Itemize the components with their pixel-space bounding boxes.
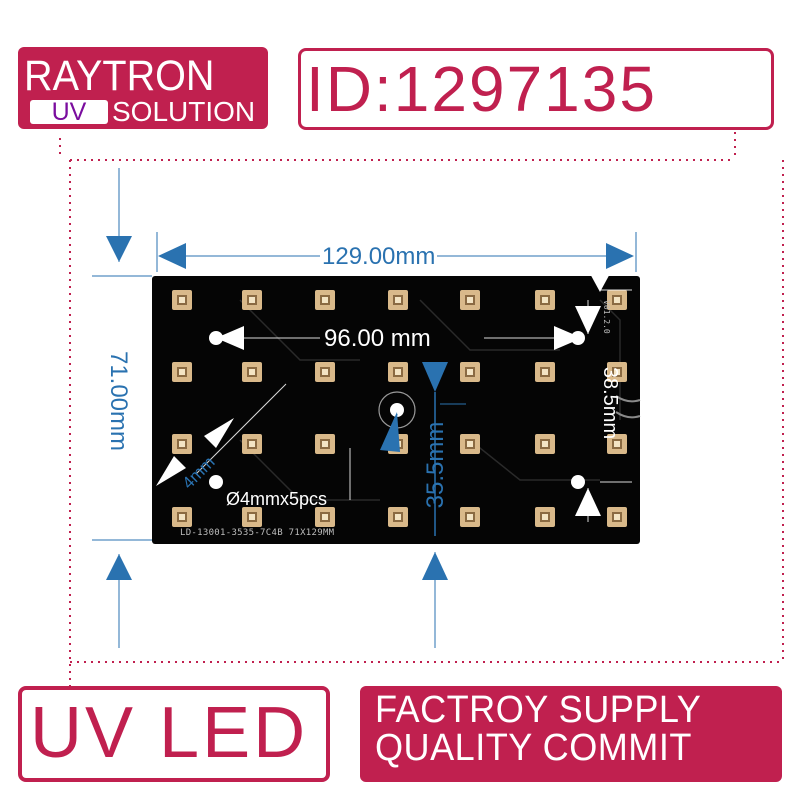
uv-led-chip [172,434,192,454]
led-array [172,290,627,527]
mounting-hole [209,475,223,489]
uv-led-chip [535,290,555,310]
uv-led-chip [242,290,262,310]
uv-led-chip [172,290,192,310]
uv-led-chip [607,434,627,454]
uv-led-chip [535,362,555,382]
uv-led-chip [460,434,480,454]
slogan-box [360,686,782,782]
id-box [298,48,774,130]
center-offset-dimension: 35.5mm [422,421,449,509]
hole-spec-label: Ø4mmx5pcs [226,489,328,509]
uv-led-chip [460,362,480,382]
uv-led-chip [242,434,262,454]
uv-led-chip [315,507,335,527]
brand-solution: SOLUTION [112,96,256,127]
uv-led-chip [388,290,408,310]
mounting-hole [571,475,585,489]
uv-led-chip [315,290,335,310]
brand-uv-badge: UV [30,98,108,126]
pcb-silkscreen: LD-13001-3535-7C4B 71X129MM [180,528,335,538]
product-id: ID:1297135 [306,53,657,125]
mounting-hole [390,403,404,417]
uv-led-chip [315,362,335,382]
uv-led-chip [388,362,408,382]
uv-led-chip [460,507,480,527]
uv-led-chip [607,290,627,310]
uv-led-chip [172,362,192,382]
uv-led-box [18,686,330,782]
edge-offset-dimension: 38.5mm [599,366,621,440]
uv-led-chip [172,507,192,527]
uv-led-chip [242,362,262,382]
uv-led-chip [242,507,262,527]
pcb-silkscreen-vertical: V01.2.0 [602,300,611,334]
uv-led-chip [607,362,627,382]
product-type: UV LED [30,693,309,773]
uv-led-chip [460,290,480,310]
width-dimension: 129.00mm [320,243,438,270]
uv-led-chip [388,507,408,527]
uv-led-chip [607,507,627,527]
height-dimension: 71.00mm [105,350,132,452]
slogan-line-2: QUALITY COMMIT [375,727,692,769]
uv-led-chip [315,434,335,454]
brand-uv-text: UV [51,98,87,126]
brand-name: RAYTRON [24,52,215,100]
hole-spacing-dimension: 96.00 mm [324,325,431,352]
slogan-line-1: FACTROY SUPPLY [375,689,702,731]
uv-led-chip [535,434,555,454]
uv-led-chip [535,507,555,527]
